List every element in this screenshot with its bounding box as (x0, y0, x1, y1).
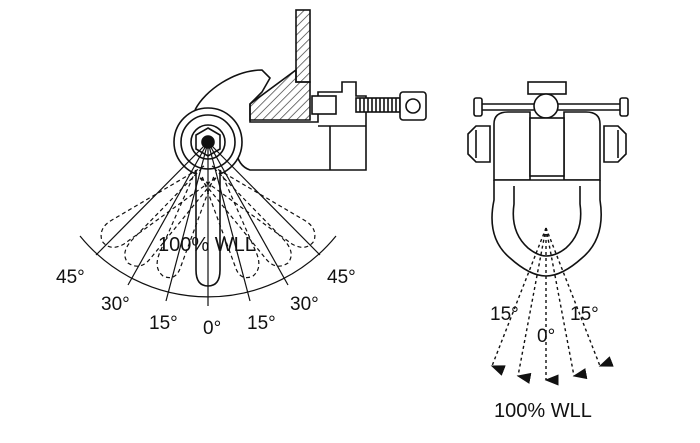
hex-nut-left (467, 125, 491, 163)
arrow-15-left (516, 227, 547, 384)
envelope-45-left (100, 165, 219, 248)
shackle-bow-inner (512, 186, 582, 257)
envelope-30-right (199, 167, 292, 267)
left-15-left-label: 15° (149, 313, 178, 334)
left-30-right-label: 30° (290, 294, 319, 315)
arrow-15-right (545, 227, 588, 380)
bar-end-left (473, 97, 483, 117)
handle-ring (405, 98, 421, 114)
bar-end-right (619, 97, 629, 117)
side-plate-right (563, 111, 601, 181)
top-plate (527, 81, 567, 95)
ray-45-right (207, 141, 321, 256)
angle-arc (79, 235, 337, 298)
left-30-left-label: 30° (101, 294, 130, 315)
envelope-15-left (156, 169, 215, 279)
ray-15-right (207, 141, 251, 302)
left-wll-label: 100% WLL (158, 234, 256, 256)
ray-30-right (207, 141, 289, 286)
clamp-jaw (318, 125, 366, 170)
envelope-15-right (201, 169, 260, 279)
angle-guides (79, 141, 337, 306)
left-0-label: 0° (203, 318, 221, 339)
envelope-30-left (124, 167, 217, 267)
right-15-right-label: 15° (570, 304, 599, 325)
right-0-label: 0° (537, 326, 555, 347)
center-knob (533, 93, 559, 119)
center-block (529, 117, 565, 177)
side-plate-left (493, 111, 531, 181)
hex-nut-right (603, 125, 627, 163)
left-15-right-label: 15° (247, 313, 276, 334)
screw-handle (399, 91, 427, 121)
ray-30-left (127, 141, 209, 286)
envelope-45-right (197, 165, 316, 248)
right-wll-label: 100% WLL (494, 400, 592, 422)
left-45-left-label: 45° (56, 267, 85, 288)
beam-web (295, 9, 311, 83)
ray-15-left (165, 141, 209, 302)
threaded-screw (355, 97, 401, 113)
arrow-15-outer-left (490, 227, 547, 376)
left-45-right-label: 45° (327, 267, 356, 288)
load-arrows (490, 227, 614, 386)
trolley-shackle-drawing (467, 81, 629, 277)
right-15-left-label: 15° (490, 304, 519, 325)
clamp-screw-housing (311, 95, 337, 115)
ray-45-left (95, 141, 209, 256)
arrow-15-outer-right (545, 227, 614, 367)
swing-envelopes (100, 165, 316, 279)
